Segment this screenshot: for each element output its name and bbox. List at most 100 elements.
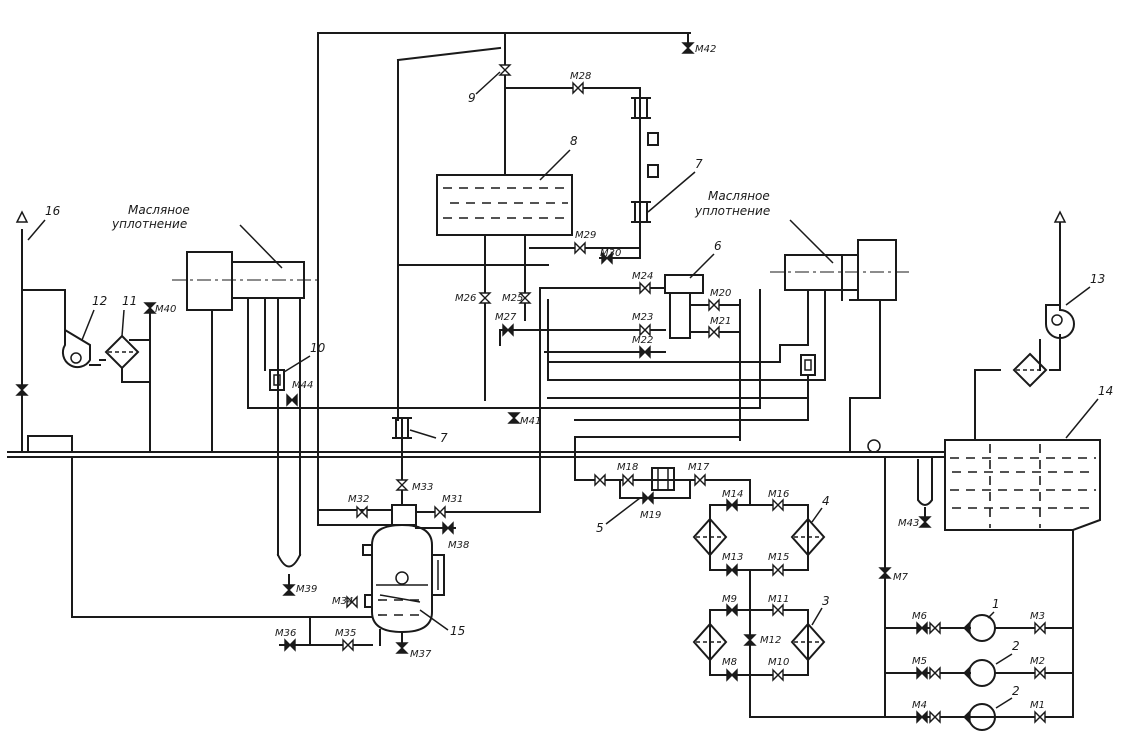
valve-label-m7: M7 — [893, 572, 909, 583]
valve-m16-symbol — [772, 498, 784, 512]
valve-label-m30: M30 — [600, 248, 621, 259]
valve-m28-symbol — [572, 81, 584, 95]
valve-label-m25: M25 — [502, 293, 523, 304]
valve-symbols — [15, 42, 1046, 724]
valve-label-m39: M39 — [296, 584, 317, 595]
flowmeter-7-bottom — [392, 417, 412, 439]
caption-oil-seal-left-1: Масляное — [128, 203, 190, 217]
label-c4: 4 — [822, 494, 830, 508]
valve-label-m23: M23 — [632, 312, 653, 323]
valve-label-m29: M29 — [575, 230, 596, 241]
valve-label-m40: M40 — [155, 304, 176, 315]
valve-m41-symbol — [507, 412, 521, 424]
valve-v16-symbol — [15, 384, 29, 396]
label-c11: 11 — [122, 294, 137, 308]
valve-m22-symbol — [639, 345, 651, 359]
valve-label-m24: M24 — [632, 271, 653, 282]
valve-label-m34: M34 — [332, 596, 353, 607]
valve-m4b-symbol — [929, 710, 941, 724]
valve-m5-symbol — [916, 666, 928, 680]
valve-labels: M1 M2 M3 M4 M5 M6 M7 M8 M9 M10 M11 M12 M… — [155, 44, 1045, 711]
valve-m1-symbol — [1034, 710, 1046, 724]
valve-m21-symbol — [708, 325, 720, 339]
component-numbers: 1 2 2 3 4 5 6 7 7 8 9 10 11 12 13 14 15 … — [27, 71, 1113, 709]
valve-m43-symbol — [918, 516, 932, 528]
valve-label-m5: M5 — [912, 656, 927, 667]
label-c14: 14 — [1098, 384, 1113, 398]
valve-m6-symbol — [916, 621, 928, 635]
label-c1: 1 — [992, 597, 1000, 611]
valve-label-m35: M35 — [335, 628, 356, 639]
pumps — [963, 614, 996, 731]
valve-m31-symbol — [434, 505, 446, 519]
valve-label-m28: M28 — [570, 71, 591, 82]
valve-m38-symbol — [442, 521, 454, 535]
valve-label-m41: M41 — [520, 416, 541, 427]
sight-glass-right — [800, 354, 816, 376]
oil-seal-right — [770, 219, 910, 301]
valve-m35-symbol — [342, 638, 354, 652]
valve-m44-symbol — [286, 393, 298, 407]
valve-m15-symbol — [772, 563, 784, 577]
valve-label-m19: M19 — [640, 510, 661, 521]
valve-label-m14: M14 — [722, 489, 743, 500]
valve-label-m43: M43 — [898, 518, 919, 529]
valve-label-m18: M18 — [617, 462, 638, 473]
label-c16: 16 — [45, 204, 61, 218]
valve-m32-symbol — [356, 505, 368, 519]
caption-oil-seal-left-2: уплотнение — [111, 217, 187, 231]
valve-m23-symbol — [639, 323, 651, 337]
fan-13 — [1045, 304, 1075, 339]
caption-oil-seal-right-2: уплотнение — [694, 204, 770, 218]
valve-label-m22: M22 — [632, 335, 653, 346]
valve-label-m4: M4 — [912, 700, 927, 711]
valve-m12-symbol — [743, 634, 757, 646]
label-c7a: 7 — [440, 431, 448, 445]
vessel-8 — [436, 174, 573, 236]
valve-label-m44: M44 — [292, 380, 313, 391]
fan-12 — [61, 328, 91, 369]
sight-glass-10 — [269, 369, 285, 391]
valve-label-m11: M11 — [768, 594, 789, 605]
valve-label-m2: M2 — [1030, 656, 1045, 667]
valve-m17-symbol — [694, 473, 706, 487]
vents — [15, 210, 1067, 453]
label-c2b: 2 — [1012, 684, 1020, 698]
caption-oil-seal-right-1: Масляное — [708, 189, 770, 203]
valve-label-m8: M8 — [722, 657, 737, 668]
valve-m13-symbol — [726, 563, 738, 577]
valve-label-m36: M36 — [275, 628, 296, 639]
valve-m9-symbol — [726, 603, 738, 617]
valve-m24-symbol — [639, 281, 651, 295]
valve-m39-symbol — [282, 584, 296, 596]
valve-m4-symbol — [916, 710, 928, 724]
label-c10: 10 — [310, 341, 326, 355]
valve-label-m10: M10 — [768, 657, 789, 668]
valve-label-m1: M1 — [1030, 700, 1045, 711]
vessel-15 — [362, 504, 445, 634]
label-c9: 9 — [468, 91, 476, 105]
valve-m18-symbol — [622, 473, 634, 487]
valve-m8-symbol — [726, 668, 738, 682]
filter-diamonds — [104, 334, 1048, 662]
valve-label-m20: M20 — [710, 288, 731, 299]
valve-m42-symbol — [681, 42, 695, 54]
label-c7b: 7 — [695, 157, 703, 171]
valve-m10-symbol — [772, 668, 784, 682]
valve-label-m3: M3 — [1030, 611, 1045, 622]
valve-label-m32: M32 — [348, 494, 369, 505]
valve-label-m31: M31 — [442, 494, 463, 505]
label-c12: 12 — [92, 294, 107, 308]
valve-label-m26: M26 — [455, 293, 476, 304]
valve-m34-symbol — [346, 595, 358, 609]
valve-label-m17: M17 — [688, 462, 710, 473]
label-c2a: 2 — [1012, 639, 1020, 653]
valve-label-m21: M21 — [710, 316, 731, 327]
label-c3: 3 — [822, 594, 830, 608]
valve-m27-symbol — [502, 323, 514, 337]
valve-m11-symbol — [772, 603, 784, 617]
valve-m2-symbol — [1034, 666, 1046, 680]
valve-v9-symbol — [498, 64, 512, 76]
valve-m18b-symbol — [594, 473, 606, 487]
